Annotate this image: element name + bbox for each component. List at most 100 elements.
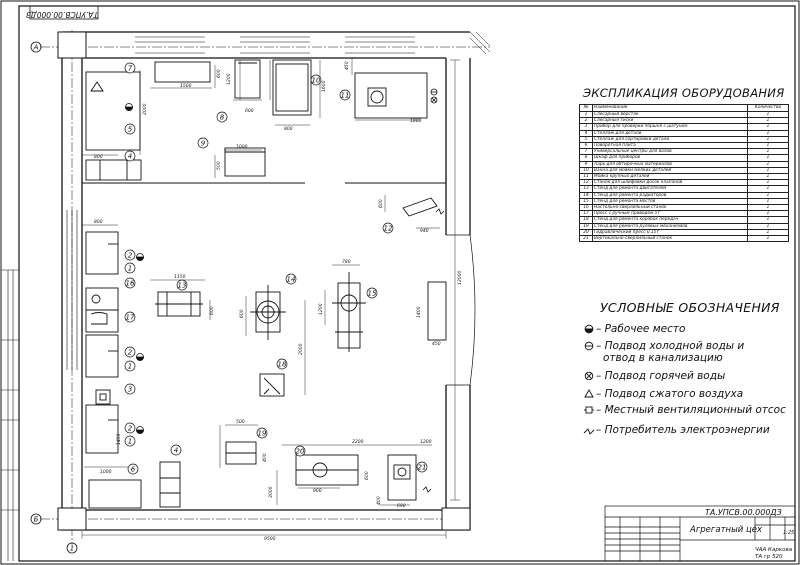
row-quantity: 1	[747, 179, 789, 187]
svg-text:940: 940	[420, 228, 429, 234]
item-12	[402, 197, 438, 217]
svg-text:ЧАА Каркова: ЧАА Каркова	[755, 547, 793, 553]
top-code-box	[29, 5, 99, 20]
legend-title: УСЛОВНЫЕ ОБОЗНАЧЕНИЯ	[600, 300, 780, 315]
svg-text:600: 600	[216, 69, 222, 78]
row-quantity: 1	[747, 210, 789, 218]
svg-text:600: 600	[364, 471, 370, 480]
svg-text:9500: 9500	[264, 536, 276, 542]
axis-letters: А Б 1	[33, 44, 75, 553]
title-block	[604, 505, 796, 562]
svg-text:2000: 2000	[298, 343, 304, 355]
svg-text:2000: 2000	[142, 103, 148, 115]
item-15	[332, 272, 366, 352]
svg-text:1: 1	[128, 265, 132, 273]
svg-text:1600: 1600	[321, 80, 327, 92]
hot-water-icon	[430, 96, 438, 104]
row-quantity: 1	[747, 185, 789, 193]
svg-text:14: 14	[287, 276, 296, 284]
svg-text:1150: 1150	[174, 274, 186, 280]
item-21	[387, 454, 417, 501]
item-1-c	[85, 404, 119, 454]
svg-text:600: 600	[378, 199, 384, 208]
legend-item-compressed-air: – Подвод сжатого воздуха	[596, 388, 744, 400]
item-14	[250, 285, 286, 340]
svg-text:1000: 1000	[100, 469, 112, 475]
row-quantity: 1	[747, 129, 789, 137]
axis-b-marker	[30, 513, 42, 525]
title-block-texts: ТА.УПСВ.00.000ДЗ Агрегатный цех 1:25 ЧАА…	[689, 508, 794, 560]
item-6	[88, 479, 142, 509]
svg-text:1200: 1200	[226, 73, 232, 85]
item-5	[85, 71, 141, 151]
equipment-labels: 7 5 4 8 10 11 9 12 2 1 16 17 2 1 3 2 1 4…	[124, 62, 428, 475]
svg-text:2: 2	[128, 425, 133, 433]
svg-text:1800: 1800	[410, 118, 422, 124]
row-quantity: 1	[747, 135, 789, 144]
legend-item-workplace: – Рабочее место	[596, 323, 686, 335]
item-1-a	[85, 231, 119, 275]
legend-symbols	[583, 324, 595, 435]
svg-text:600: 600	[209, 306, 215, 315]
row-name: Вертикально-сверлильный станок	[592, 235, 748, 243]
svg-text:Агрегатный цех: Агрегатный цех	[689, 525, 763, 535]
item-16	[85, 287, 119, 311]
right-wall-door	[446, 234, 476, 386]
svg-text:4: 4	[174, 447, 178, 455]
row-quantity: 1	[747, 204, 789, 212]
svg-text:450: 450	[344, 61, 350, 70]
svg-text:5: 5	[128, 126, 133, 134]
svg-text:4: 4	[128, 153, 132, 161]
svg-text:690: 690	[397, 503, 406, 509]
item-17	[85, 309, 119, 333]
dimension-texts: 1500 600 1200 2000 600 800 1600 450 1800…	[94, 61, 463, 542]
row-quantity: 1	[747, 154, 789, 162]
row-quantity: 1	[747, 141, 789, 150]
row-quantity: 1	[747, 228, 789, 237]
wall-hatch	[469, 31, 491, 55]
legend-item-cold-water-line2: отвод в канализацию	[603, 352, 723, 364]
svg-text:19: 19	[258, 430, 267, 438]
columns	[57, 31, 471, 531]
row-quantity: 1	[747, 173, 789, 181]
svg-text:3: 3	[128, 386, 132, 394]
svg-text:11: 11	[341, 92, 350, 100]
svg-text:2: 2	[128, 252, 133, 260]
svg-text:12: 12	[384, 225, 393, 233]
svg-text:1:25: 1:25	[783, 530, 794, 536]
svg-text:780: 780	[342, 259, 351, 265]
svg-text:1000: 1000	[236, 144, 248, 150]
svg-text:6: 6	[131, 466, 136, 474]
plan-symbols	[125, 88, 445, 493]
item-11	[354, 72, 428, 119]
column-name-header: Наименование	[592, 104, 748, 112]
item-side-bench	[427, 281, 447, 341]
electric-consumer-icon	[583, 428, 595, 435]
svg-text:12000: 12000	[457, 271, 463, 285]
column-quantity-header: Количество	[747, 104, 789, 112]
svg-text:600: 600	[239, 309, 245, 318]
electric-consumer-icon	[422, 486, 432, 493]
svg-text:1: 1	[128, 438, 132, 446]
svg-text:ТА.УПСВ.00.000ДЗ: ТА.УПСВ.00.000ДЗ	[705, 508, 782, 517]
row-quantity: 1	[747, 191, 789, 199]
svg-text:400: 400	[376, 496, 382, 505]
explication-title: ЭКСПЛИКАЦИЯ ОБОРУДОВАНИЯ	[583, 86, 785, 100]
svg-text:1400: 1400	[416, 306, 422, 318]
svg-text:18: 18	[278, 361, 287, 369]
hot-water-icon	[584, 371, 594, 381]
legend-item-electric: – Потребитель электроэнергии	[596, 424, 770, 436]
column-number-header: №	[579, 104, 593, 112]
item-4-bottom	[159, 461, 181, 508]
item-4-top	[85, 159, 142, 181]
svg-text:600: 600	[245, 108, 254, 114]
svg-text:13: 13	[178, 282, 187, 290]
svg-text:20: 20	[296, 448, 305, 456]
